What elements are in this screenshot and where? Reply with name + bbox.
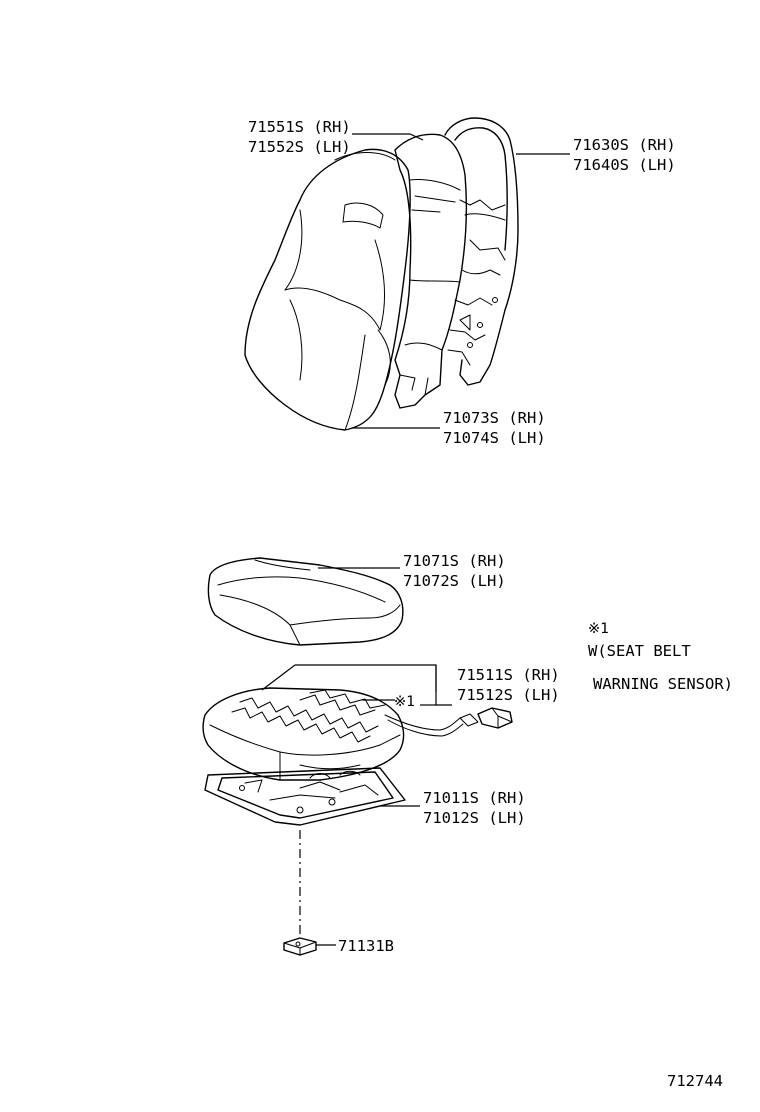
label-cushion-pad-rh: 71511S (RH) [457, 666, 560, 684]
diagram-id: 712744 [667, 1072, 723, 1090]
leader-lines [261, 133, 570, 946]
label-cushion-frame-rh: 71011S (RH) [423, 789, 526, 807]
seat-cushion-cover [207, 557, 404, 646]
seat-cushion-frame [204, 767, 406, 826]
label-cushion-cover-rh: 71071S (RH) [403, 552, 506, 570]
note-mark: ※1 [588, 621, 609, 637]
seat-back-pad [394, 133, 468, 409]
label-backrest-frame-lh: 71640S (LH) [573, 156, 676, 174]
seat-back-frame [444, 117, 519, 386]
label-backrest-assy-rh: 71073S (RH) [443, 409, 546, 427]
label-cushion-frame-lh: 71012S (LH) [423, 809, 526, 827]
label-cushion-cover-lh: 71072S (LH) [403, 572, 506, 590]
label-cushion-pad-lh: 71512S (LH) [457, 686, 560, 704]
seat-cushion-pad [202, 687, 513, 781]
clip-part [283, 937, 317, 956]
label-backrest-cover-rh: 71551S (RH) [248, 118, 351, 136]
label-clip: 71131B [338, 937, 394, 955]
note-line-1: W(SEAT BELT [588, 642, 691, 660]
label-sensor-callout: ※1 [394, 694, 415, 710]
seat-back-cover [244, 148, 411, 431]
label-backrest-cover-lh: 71552S (LH) [248, 138, 351, 156]
label-backrest-assy-lh: 71074S (LH) [443, 429, 546, 447]
label-backrest-frame-rh: 71630S (RH) [573, 136, 676, 154]
note-line-2: WARNING SENSOR) [593, 675, 733, 693]
